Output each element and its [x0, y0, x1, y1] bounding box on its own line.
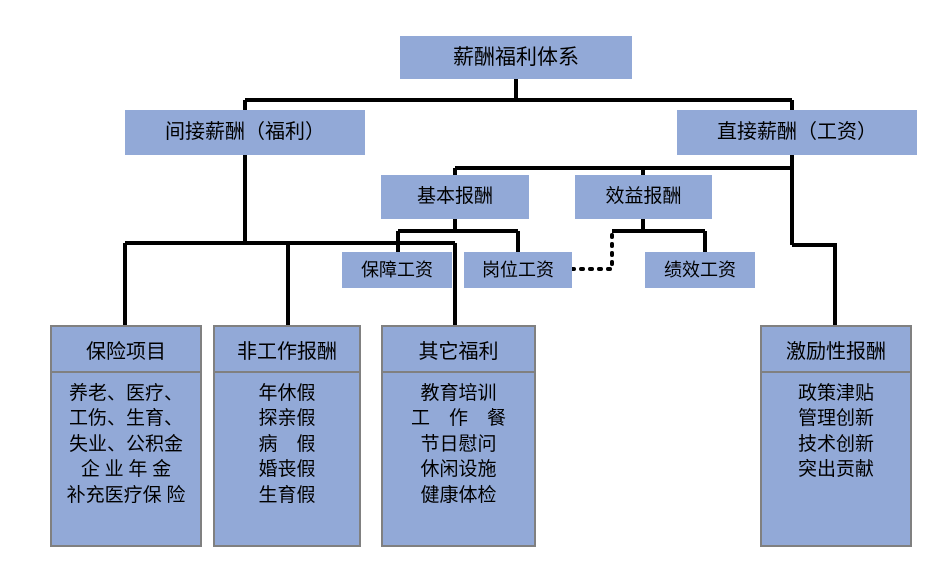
panel-insurance-items-body: 养老、医疗、 工伤、生育、 失业、公积金 企 业 年 金 补充医疗保 险	[52, 373, 200, 545]
node-indirect-compensation[interactable]: 间接薪酬（福利）	[125, 110, 365, 155]
node-post-wage[interactable]: 岗位工资	[464, 252, 572, 288]
list-item: 补充医疗保 险	[66, 484, 186, 506]
dotted-link-post-to-benefit	[570, 229, 614, 271]
list-item: 教育培训	[420, 383, 497, 404]
node-guarantee-wage[interactable]: 保障工资	[342, 252, 452, 288]
list-item: 技术创新	[797, 433, 874, 455]
list-item: 失业、公积金	[68, 433, 183, 455]
node-performance-wage[interactable]: 绩效工资	[645, 252, 755, 288]
panel-other-benefits-title: 其它福利	[383, 327, 534, 373]
node-performance-wage-label: 绩效工资	[664, 259, 736, 280]
node-basic-pay-label: 基本报酬	[416, 186, 493, 208]
node-indirect-compensation-label: 间接薪酬（福利）	[165, 121, 325, 143]
panel-incentive-compensation-body: 政策津贴 管理创新 技术创新 突出贡献	[762, 373, 910, 545]
node-benefit-pay[interactable]: 效益报酬	[575, 175, 712, 219]
node-direct-compensation[interactable]: 直接薪酬（工资）	[677, 110, 917, 155]
panel-insurance-items[interactable]: 保险项目 养老、医疗、 工伤、生育、 失业、公积金 企 业 年 金 补充医疗保 …	[50, 325, 202, 547]
panel-non-work-compensation[interactable]: 非工作报酬 年休假 探亲假 病 假 婚丧假 生育假	[213, 325, 361, 547]
panel-non-work-compensation-title: 非工作报酬	[215, 327, 359, 373]
panel-incentive-compensation[interactable]: 激励性报酬 政策津贴 管理创新 技术创新 突出贡献	[760, 325, 912, 547]
panel-other-benefits-body: 教育培训 工 作 餐 节日慰问 休闲设施 健康体检	[383, 373, 534, 545]
node-basic-pay[interactable]: 基本报酬	[381, 175, 529, 219]
list-item: 企 业 年 金	[80, 459, 172, 481]
node-root-label: 薪酬福利体系	[453, 45, 579, 70]
list-item: 休闲设施	[420, 459, 497, 481]
list-item: 管理创新	[797, 408, 874, 430]
list-item: 年休假	[258, 383, 316, 404]
node-direct-compensation-label: 直接薪酬（工资）	[717, 121, 877, 143]
list-item: 政策津贴	[797, 383, 874, 404]
node-guarantee-wage-label: 保障工资	[361, 259, 433, 280]
list-item: 突出贡献	[797, 459, 874, 481]
list-item: 工伤、生育、	[68, 408, 183, 430]
list-item: 婚丧假	[258, 459, 316, 481]
list-item: 工 作 餐	[410, 408, 506, 430]
list-item: 病 假	[258, 433, 316, 455]
list-item: 生育假	[258, 484, 316, 506]
node-benefit-pay-label: 效益报酬	[605, 186, 682, 208]
panel-incentive-compensation-title: 激励性报酬	[762, 327, 910, 373]
list-item: 探亲假	[258, 408, 316, 430]
list-item: 养老、医疗、	[68, 383, 183, 404]
node-post-wage-label: 岗位工资	[482, 259, 554, 280]
node-root-compensation-system[interactable]: 薪酬福利体系	[400, 36, 632, 79]
list-item: 健康体检	[420, 484, 497, 506]
list-item: 节日慰问	[420, 433, 497, 455]
line-direct-to-incentive	[792, 243, 837, 325]
panel-non-work-compensation-body: 年休假 探亲假 病 假 婚丧假 生育假	[215, 373, 359, 545]
panel-insurance-items-title: 保险项目	[52, 327, 200, 373]
panel-other-benefits[interactable]: 其它福利 教育培训 工 作 餐 节日慰问 休闲设施 健康体检	[381, 325, 536, 547]
